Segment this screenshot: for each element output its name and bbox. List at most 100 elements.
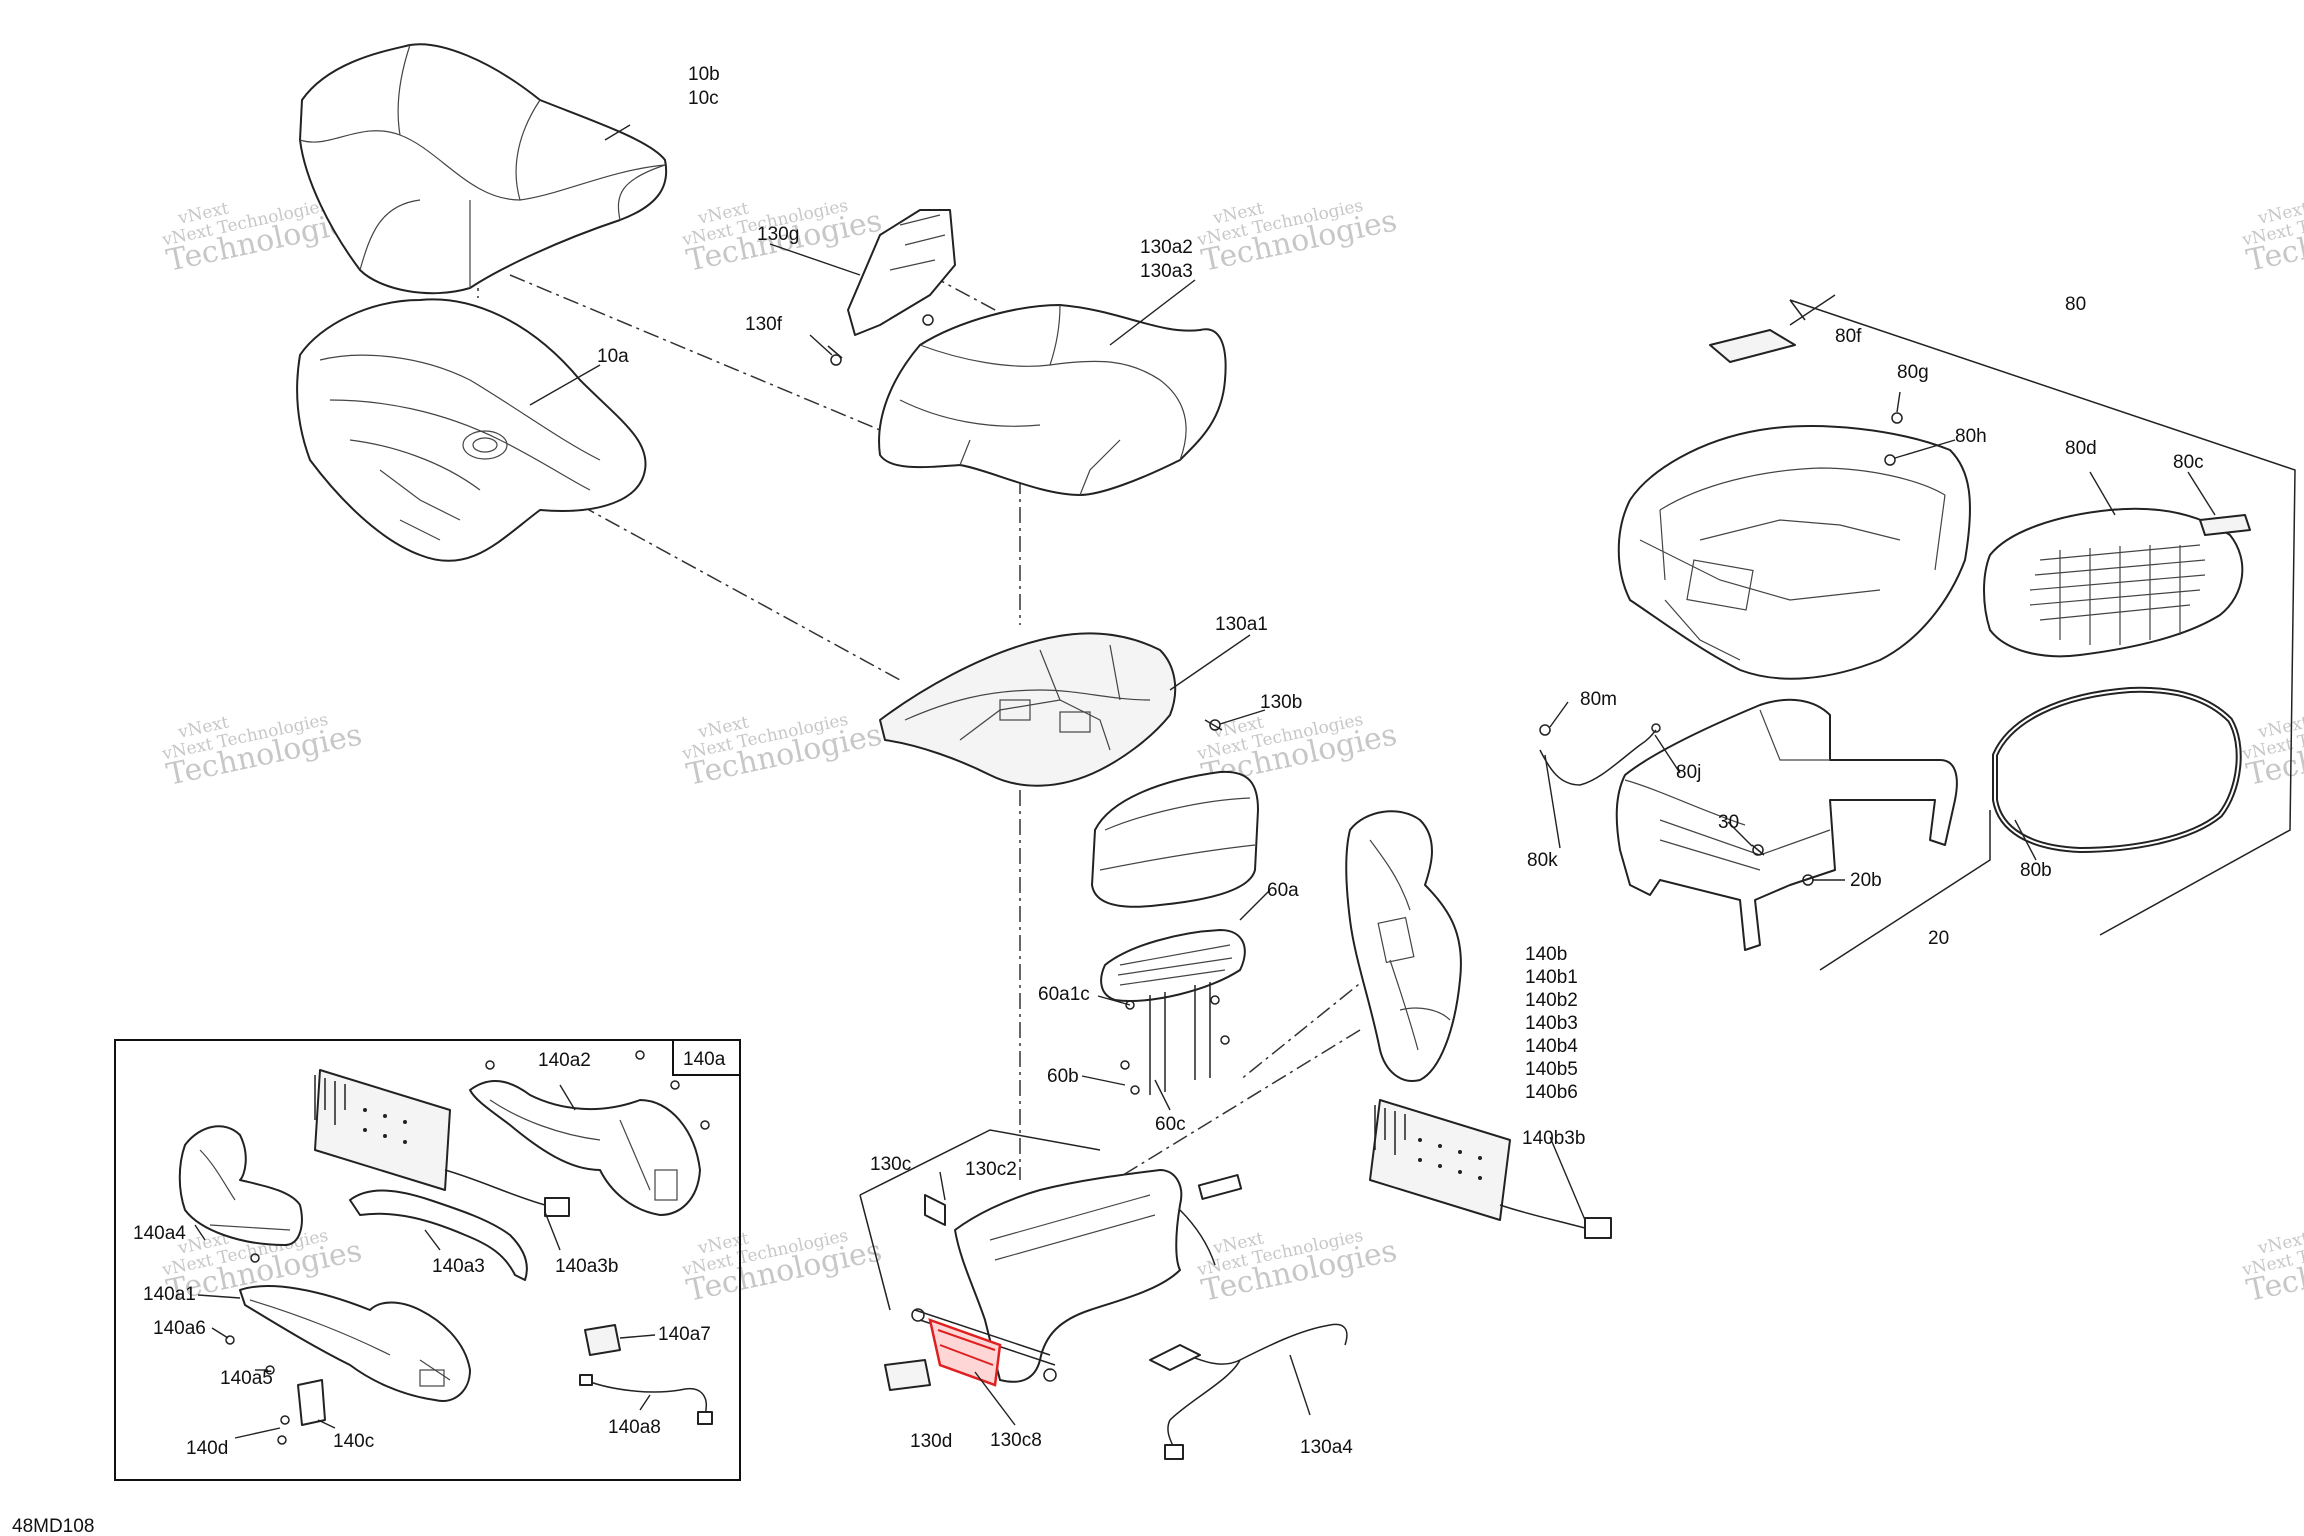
storage-box-part[interactable] [1617, 425, 1971, 680]
lower-armrest-140a1-part[interactable] [239, 1285, 471, 1402]
callout-140a3[interactable]: 140a3 [432, 1256, 485, 1277]
seat-base-part[interactable] [296, 298, 647, 562]
callout-130a4[interactable]: 130a4 [1300, 1437, 1353, 1458]
callout-60c[interactable]: 60c [1155, 1114, 1186, 1135]
callout-140a1[interactable]: 140a1 [143, 1284, 196, 1305]
seat-frame-130c-part[interactable] [911, 1169, 1243, 1383]
callout-80m[interactable]: 80m [1580, 689, 1617, 710]
screw-140a6[interactable] [225, 1335, 235, 1345]
watermark: vNext vNext Technologies Technologies [160, 710, 365, 793]
callout-80f[interactable]: 80f [1835, 326, 1862, 347]
callout-140a7[interactable]: 140a7 [658, 1324, 711, 1345]
watermark: vNext vNext Technologies Technologies [2240, 1226, 2304, 1309]
inset-label: 140a [683, 1049, 726, 1070]
callout-80d[interactable]: 80d [2065, 438, 2097, 459]
callout-10c[interactable]: 10c [688, 88, 719, 109]
callout-140a6[interactable]: 140a6 [153, 1318, 206, 1339]
armrest-frame-part[interactable] [469, 1079, 701, 1216]
callout-140a2[interactable]: 140a2 [538, 1050, 591, 1071]
callout-20b[interactable]: 20b [1850, 870, 1882, 891]
seal-80b-part[interactable] [1992, 686, 2242, 854]
heater-pad-140b3b-part[interactable] [1369, 1099, 1612, 1239]
callout-20[interactable]: 20 [1928, 928, 1949, 949]
watermark: vNext vNext Technologies Technologies [1195, 1226, 1400, 1309]
callout-140a8[interactable]: 140a8 [608, 1417, 661, 1438]
callout-130b[interactable]: 130b [1260, 692, 1302, 713]
screw-80g-part[interactable] [1891, 412, 1903, 424]
callout-140a4[interactable]: 140a4 [133, 1223, 186, 1244]
screw-140d-1[interactable] [280, 1415, 290, 1425]
watermark: vNext vNext Technologies Technologies [680, 710, 885, 793]
lid-80d-part[interactable] [1983, 507, 2244, 658]
seat-cushion-part[interactable] [299, 43, 668, 295]
callout-130c8[interactable]: 130c8 [990, 1430, 1042, 1451]
switch-140a7-part[interactable] [584, 1324, 621, 1356]
leader-lines [194, 124, 2216, 1439]
callout-140b3[interactable]: 140b3 [1525, 1013, 1578, 1034]
seat-cover-part[interactable] [878, 304, 1227, 496]
callout-140c[interactable]: 140c [333, 1431, 374, 1452]
watermark: vNext vNext Technologies Technologies [680, 1226, 885, 1309]
callout-140b6[interactable]: 140b6 [1525, 1082, 1578, 1103]
callout-80k[interactable]: 80k [1527, 850, 1558, 871]
callout-60b[interactable]: 60b [1047, 1066, 1079, 1087]
callout-140b[interactable]: 140b [1525, 944, 1567, 965]
screw-130b-part[interactable] [1204, 719, 1223, 731]
callout-140b2[interactable]: 140b2 [1525, 990, 1578, 1011]
screw-inset-4[interactable] [485, 1060, 495, 1070]
plate-80f-part[interactable] [1709, 329, 1796, 363]
callout-10b[interactable]: 10b [688, 64, 720, 85]
callout-10a[interactable]: 10a [597, 346, 629, 367]
rack-frame-20-part[interactable] [1615, 698, 1958, 951]
bracket-130c8-highlighted-part[interactable] [928, 1318, 1002, 1387]
label-130d-part[interactable] [884, 1359, 931, 1391]
callout-130a1[interactable]: 130a1 [1215, 614, 1268, 635]
wiring-harness-130a4-part[interactable] [1149, 1323, 1348, 1460]
callout-130g[interactable]: 130g [757, 224, 799, 245]
screw-inset-5[interactable] [250, 1253, 260, 1263]
screw-inset-3[interactable] [700, 1120, 710, 1130]
callout-30[interactable]: 30 [1718, 812, 1739, 833]
callout-80b[interactable]: 80b [2020, 860, 2052, 881]
callout-140b3b[interactable]: 140b3b [1522, 1128, 1585, 1149]
callout-140a3b[interactable]: 140a3b [555, 1256, 618, 1277]
harness-140a8-part[interactable] [579, 1374, 713, 1425]
backrest-part[interactable] [1091, 770, 1259, 1095]
screw-130f-part[interactable] [827, 345, 843, 366]
heater-pad-140a2-part[interactable] [314, 1069, 570, 1217]
screw-80h-part[interactable] [1884, 454, 1896, 466]
handle-140a3-part[interactable] [349, 1189, 528, 1281]
callout-130c[interactable]: 130c [870, 1154, 911, 1175]
callout-130d[interactable]: 130d [910, 1431, 952, 1452]
callout-80g[interactable]: 80g [1897, 362, 1929, 383]
callout-80c[interactable]: 80c [2173, 452, 2204, 473]
screw-140d-2[interactable] [277, 1435, 287, 1445]
screw-inset-1[interactable] [635, 1050, 645, 1060]
cable-80m-part[interactable] [1539, 723, 1661, 786]
callout-140b5[interactable]: 140b5 [1525, 1059, 1578, 1080]
watermark: vNext vNext Technologies Technologies [2240, 196, 2304, 279]
callout-80j[interactable]: 80j [1676, 762, 1701, 783]
screw-inset-2[interactable] [670, 1080, 680, 1090]
side-panel-130g-part[interactable] [847, 209, 956, 336]
callout-130a3[interactable]: 130a3 [1140, 261, 1193, 282]
callout-labels: 10b 10c 10a 130g 130f 130a2 130a3 130a1 … [133, 64, 2204, 1459]
callout-60a1c[interactable]: 60a1c [1038, 984, 1090, 1005]
screw-30-part[interactable] [1751, 844, 1765, 856]
armrest-cover-140a4-part[interactable] [178, 1125, 303, 1246]
latch-80c-part[interactable] [2199, 514, 2251, 536]
callout-130c2[interactable]: 130c2 [965, 1159, 1017, 1180]
callout-140d[interactable]: 140d [186, 1438, 228, 1459]
callout-140b4[interactable]: 140b4 [1525, 1036, 1578, 1057]
callout-130f[interactable]: 130f [745, 314, 783, 335]
callout-80[interactable]: 80 [2065, 294, 2086, 315]
callout-140a5[interactable]: 140a5 [220, 1368, 273, 1389]
cap-140c-part[interactable] [297, 1379, 326, 1426]
seat-frame-tray-part[interactable] [879, 632, 1177, 787]
callout-80h[interactable]: 80h [1955, 426, 1987, 447]
callout-140b1[interactable]: 140b1 [1525, 967, 1578, 988]
callout-130a2[interactable]: 130a2 [1140, 237, 1193, 258]
callout-60a[interactable]: 60a [1267, 880, 1299, 901]
armrest-140b-part[interactable] [1345, 810, 1462, 1082]
